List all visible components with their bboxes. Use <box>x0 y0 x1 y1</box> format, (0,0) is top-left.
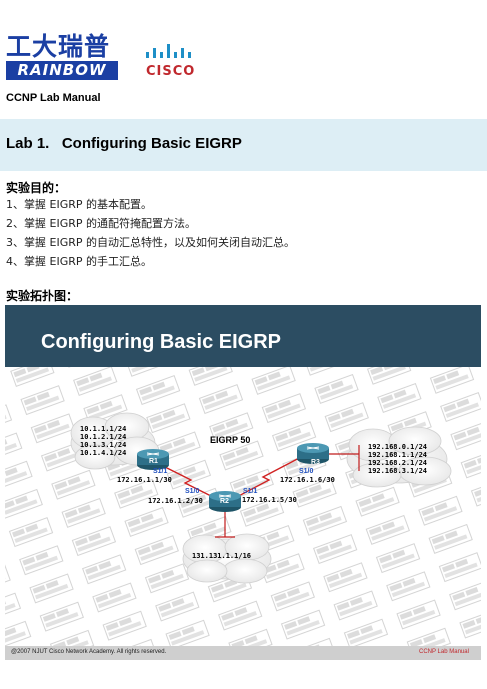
router-r1-label: R1 <box>149 458 158 465</box>
r2-ip-right: 172.16.1.5/30 <box>242 496 297 504</box>
router-r3-label: R3 <box>311 459 320 466</box>
objective-item: 3、掌握 EIGRP 的自动汇总特性，以及如何关闭自动汇总。 <box>6 236 295 249</box>
r1-network: 10.1.4.1/24 <box>80 449 127 457</box>
lab-banner <box>0 119 487 171</box>
objective-item: 1、掌握 EIGRP 的基本配置。 <box>6 198 152 211</box>
eigrp-as-label: EIGRP 50 <box>210 435 251 445</box>
r2-interface-left: S1/0 <box>185 488 200 495</box>
cloud-r2 <box>182 533 272 584</box>
r1-network: 10.1.1.1/24 <box>80 425 127 433</box>
r2-network: 131.131.1.1/16 <box>192 552 252 560</box>
manual-title: CCNP Lab Manual <box>6 92 101 104</box>
objective-item: 2、掌握 EIGRP 的通配符掩配置方法。 <box>6 217 196 230</box>
r1-ip: 172.16.1.1/30 <box>117 476 172 484</box>
router-r2-icon[interactable] <box>209 491 241 512</box>
r3-ip: 172.16.1.6/30 <box>280 476 335 484</box>
footer-manual: CCNP Lab Manual <box>419 649 469 655</box>
watermark-pattern <box>5 367 481 646</box>
slide-title: Configuring Basic EIGRP <box>41 331 282 353</box>
r3-network: 192.168.1.1/24 <box>368 451 428 459</box>
slide-footer <box>5 646 481 660</box>
topology-slide: Configuring Basic EIGRP <box>5 305 481 660</box>
slide-header <box>5 305 481 367</box>
topology-heading: 实验拓扑图： <box>6 289 79 303</box>
rainbow-logo-chinese: 工大瑞普 <box>6 32 111 61</box>
rainbow-logo-english: RAINBOW <box>6 61 118 80</box>
r1-interface: S1/1 <box>153 468 168 475</box>
topology-diagram <box>5 367 481 646</box>
cisco-bars-icon <box>146 44 191 58</box>
r3-network: 192.168.3.1/24 <box>368 467 428 475</box>
footer-copyright: @2007 NJUT Cisco Network Academy. All ri… <box>11 649 167 655</box>
cloud-r3 <box>346 426 452 488</box>
r2-ip-left: 172.16.1.2/30 <box>148 497 203 505</box>
r3-network: 192.168.2.1/24 <box>368 459 428 467</box>
objective-item: 4、掌握 EIGRP 的手工汇总。 <box>6 255 152 268</box>
router-r3-icon[interactable] <box>297 443 329 464</box>
router-r2-label: R2 <box>220 498 229 505</box>
r1-network: 10.1.2.1/24 <box>80 433 127 441</box>
router-r1-icon[interactable] <box>137 449 169 470</box>
r2-interface-right: S1/1 <box>243 488 258 495</box>
serial-link-r2-r3 <box>230 454 306 501</box>
objectives-heading: 实验目的： <box>6 181 67 195</box>
r1-network: 10.1.3.1/24 <box>80 441 127 449</box>
lab-title: Lab 1. Configuring Basic EIGRP <box>6 135 242 152</box>
r3-network: 192.168.0.1/24 <box>368 443 428 451</box>
cisco-logo-text: CISCO <box>146 64 196 79</box>
r3-interface: S1/0 <box>299 468 314 475</box>
serial-link-r1-r2 <box>156 462 220 501</box>
